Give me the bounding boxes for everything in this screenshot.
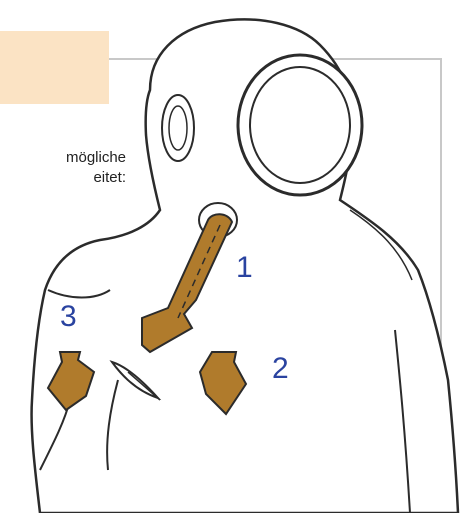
marker-label-2: 2: [272, 352, 289, 386]
ear-valve-inner: [169, 106, 187, 150]
marker-label-3: 3: [60, 300, 77, 334]
visor-inner: [250, 67, 350, 183]
marker-label-1: 1: [236, 251, 253, 285]
